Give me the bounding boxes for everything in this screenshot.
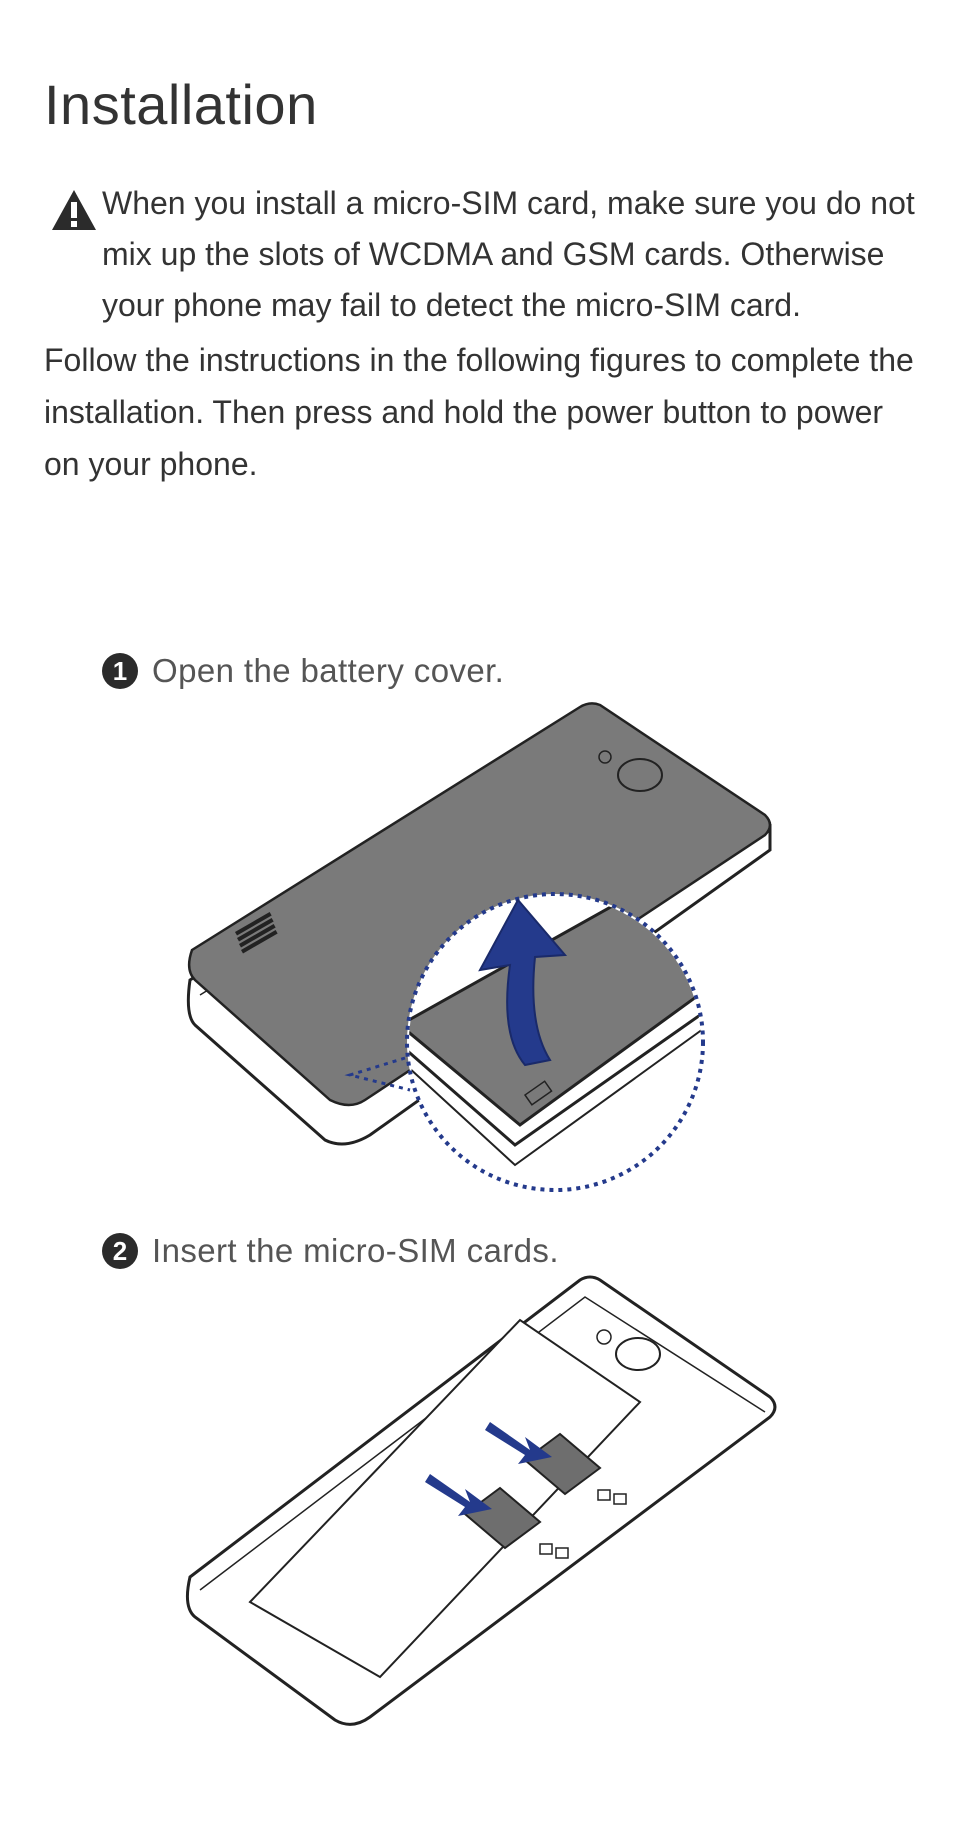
warning-triangle-icon [52, 190, 96, 230]
battery-cover-illustration [186, 702, 772, 1192]
step-2-text: Insert the micro-SIM cards. [152, 1232, 559, 1269]
sim-insert-illustration [185, 1275, 777, 1726]
intro-paragraph: Follow the instructions in the following… [44, 342, 914, 482]
warning-text: When you install a micro-SIM card, make … [102, 185, 915, 323]
step-number-badge: 2 [102, 1233, 138, 1269]
step-1-text: Open the battery cover. [152, 652, 505, 689]
step-1: 1 Open the battery cover. [102, 652, 504, 690]
page-title: Installation [44, 73, 318, 136]
step-number-badge: 1 [102, 653, 138, 689]
step-2: 2 Insert the micro-SIM cards. [102, 1232, 559, 1270]
